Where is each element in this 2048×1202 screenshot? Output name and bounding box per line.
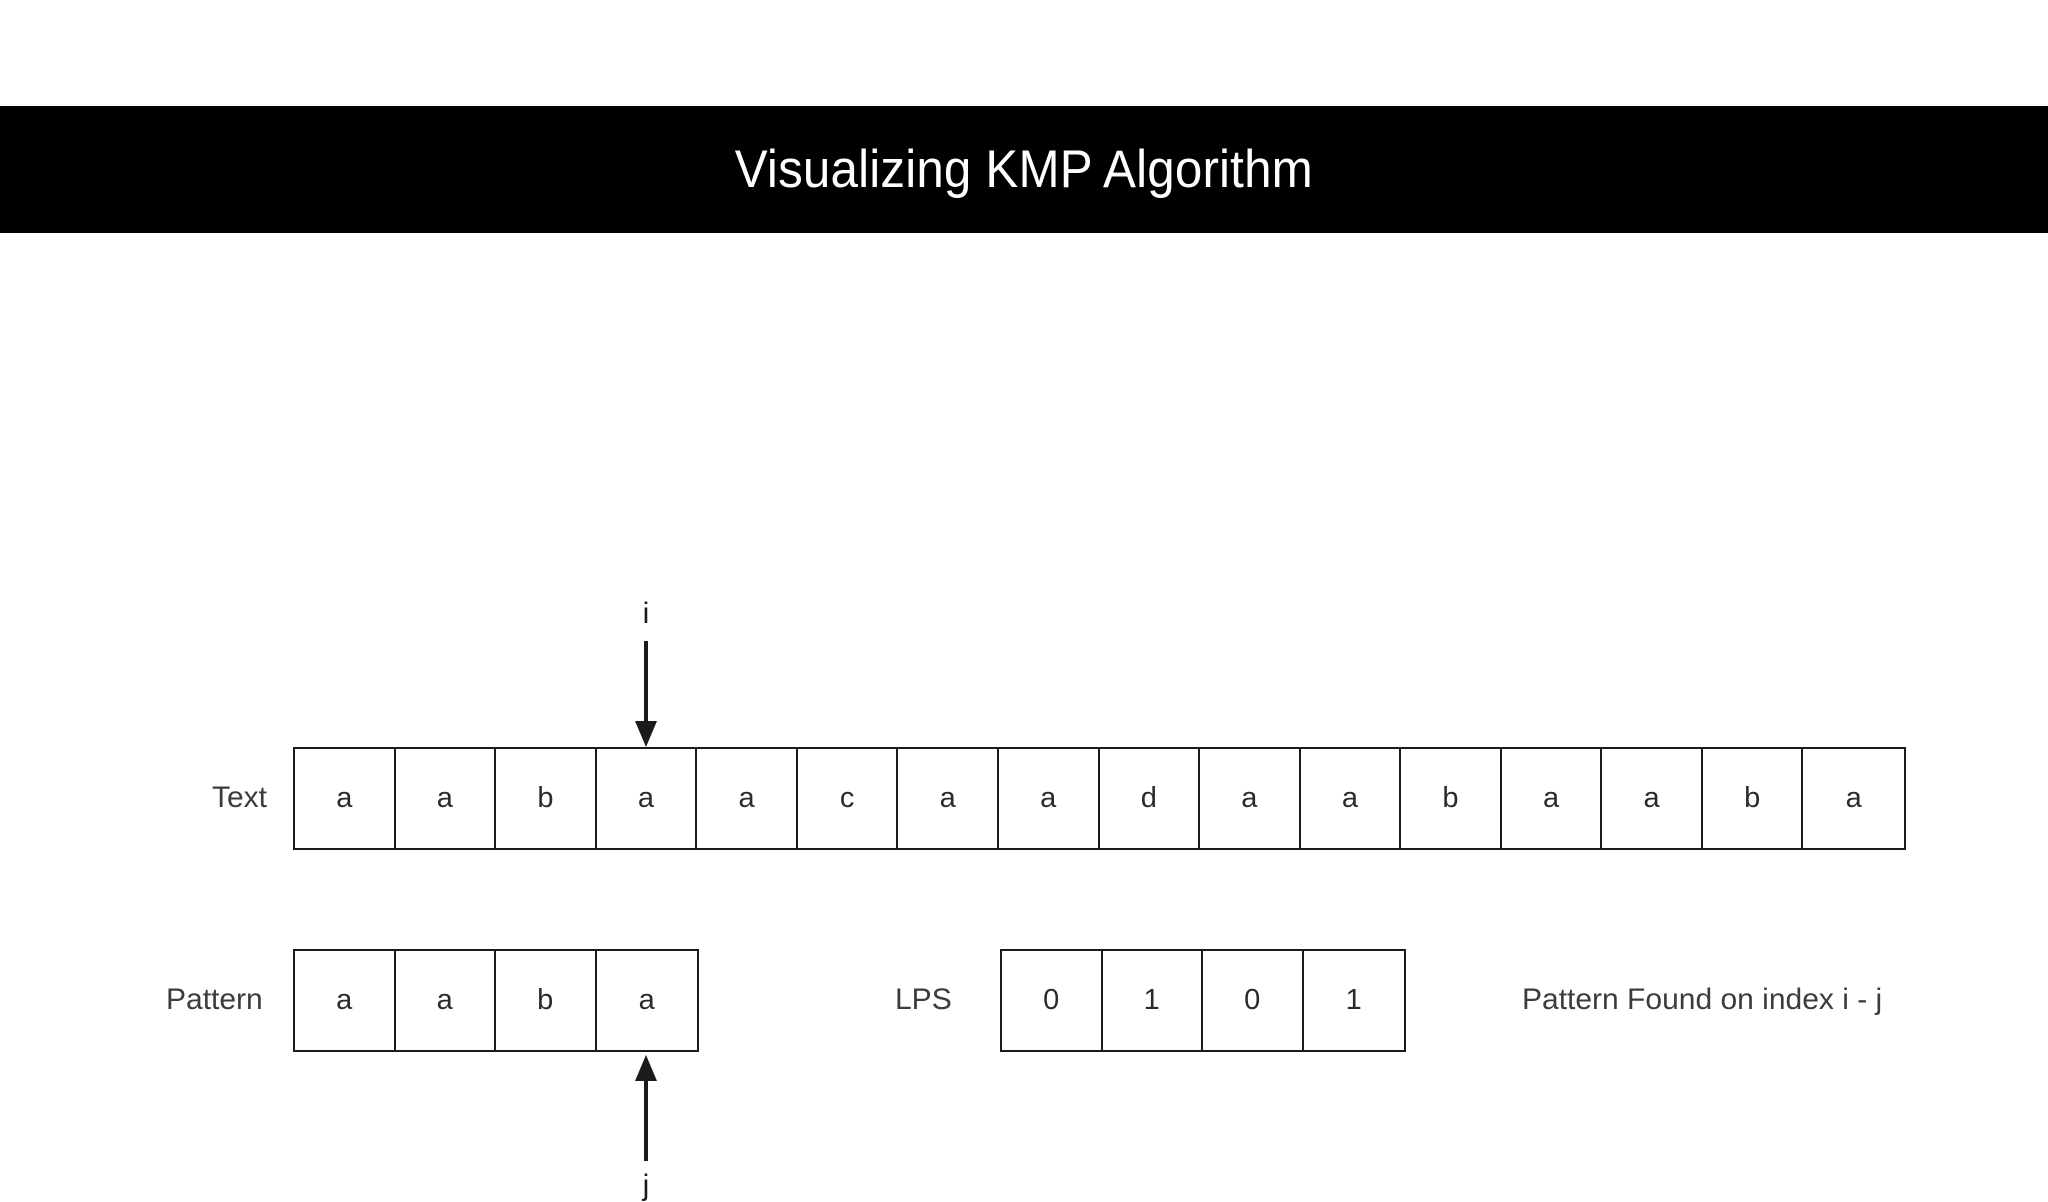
text-cell: c [797, 749, 899, 848]
lps-cell: 1 [1102, 951, 1203, 1050]
text-cell: a [1200, 749, 1301, 848]
text-cell-strip: a a b a a c a a d a a b a a b a [293, 747, 1906, 850]
text-cell: a [697, 749, 798, 848]
lps-cell-strip: 0 1 0 1 [1000, 949, 1406, 1052]
text-cell: b [1702, 749, 1804, 848]
text-cell: d [1099, 749, 1201, 848]
pattern-cell: a [395, 951, 496, 1050]
lps-cell: 0 [1203, 951, 1304, 1050]
text-cell: a [898, 749, 999, 848]
pattern-cell-strip: a a b a [293, 949, 699, 1052]
lps-cell: 0 [1002, 951, 1103, 1050]
pattern-cell: b [496, 951, 597, 1050]
text-cell: a [395, 749, 497, 848]
text-cell: a [1300, 749, 1402, 848]
pattern-row-label: Pattern [166, 983, 263, 1016]
pointer-label-i: i [642, 597, 650, 630]
text-cell: a [1602, 749, 1703, 848]
pattern-cell: a [295, 951, 396, 1050]
text-cell: a [998, 749, 1100, 848]
pointer-arrow-i-down-icon [635, 641, 657, 747]
text-cell: a [1803, 749, 1904, 848]
text-cell: a [1501, 749, 1603, 848]
page-title: Visualizing KMP Algorithm [734, 140, 1314, 199]
pointer-arrow-j-up-icon [635, 1055, 657, 1161]
text-cell: b [1401, 749, 1502, 848]
text-row-label: Text [212, 781, 268, 814]
lps-row-label: LPS [895, 983, 952, 1016]
pointer-label-j: j [642, 1169, 650, 1202]
lps-cell: 1 [1303, 951, 1404, 1050]
text-cell: a [596, 749, 698, 848]
text-cell: b [496, 749, 597, 848]
text-cell: a [295, 749, 396, 848]
pattern-cell: a [596, 951, 697, 1050]
kmp-diagram: i Text a a b a a c a a d a a b a a b a P… [0, 233, 2048, 1201]
title-banner: Visualizing KMP Algorithm [0, 106, 2048, 233]
status-message: Pattern Found on index i - j [1522, 983, 1883, 1016]
